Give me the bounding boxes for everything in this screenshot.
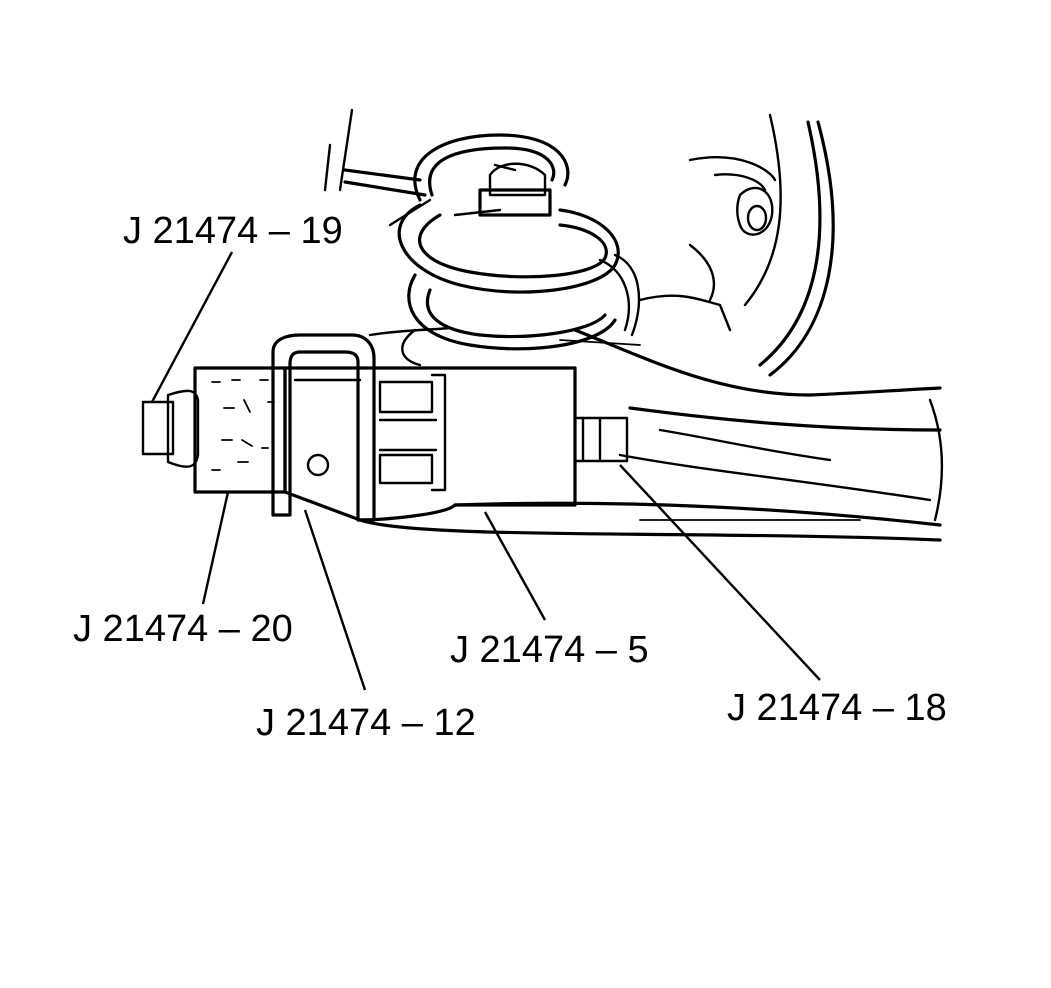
leader-j21474-18 xyxy=(619,464,821,681)
leader-j21474-5 xyxy=(483,511,547,621)
label-j21474-18: J 21474 – 18 xyxy=(727,687,947,729)
leader-j21474-12 xyxy=(303,509,367,691)
tool-assembly xyxy=(141,333,629,522)
pin-hole xyxy=(306,453,330,477)
body-j21474-5 xyxy=(283,366,577,522)
nut-j21474-19 xyxy=(141,400,175,456)
leader-j21474-19 xyxy=(150,251,234,403)
u-clip-j21474-12 xyxy=(271,333,376,522)
washer-j21474-19 xyxy=(166,389,200,468)
upper-linkage xyxy=(323,108,552,227)
label-j21474-19: J 21474 – 19 xyxy=(123,210,343,252)
wheel-well-outline xyxy=(638,113,835,377)
label-j21474-20: J 21474 – 20 xyxy=(73,608,293,650)
leader-j21474-20 xyxy=(201,491,230,605)
coil-spring xyxy=(368,133,641,367)
leader-lines xyxy=(150,251,821,691)
label-j21474-5: J 21474 – 5 xyxy=(450,629,649,671)
label-j21474-12: J 21474 – 12 xyxy=(256,702,476,744)
